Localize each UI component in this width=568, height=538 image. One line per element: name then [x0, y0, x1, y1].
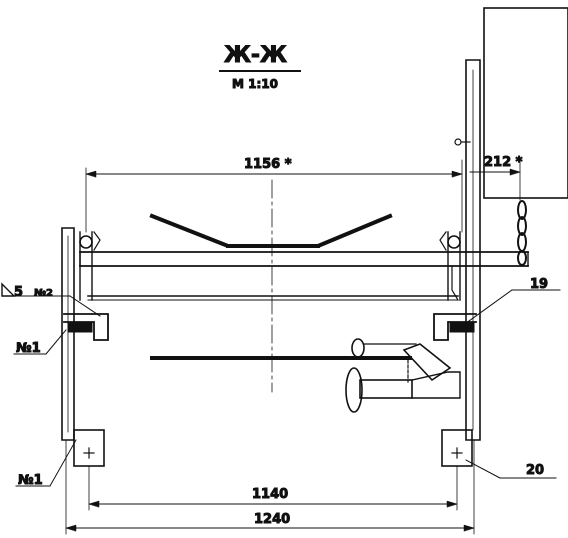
left-ref-lower-leader	[49, 439, 77, 487]
right-dim-arrow	[509, 168, 521, 176]
chain-link-4	[517, 250, 527, 266]
lever-handwheel	[345, 367, 363, 413]
right-upper-ref: 19	[461, 277, 561, 327]
chain	[517, 200, 527, 266]
upper-chevron-blade	[149, 213, 393, 248]
right-ref-upper: 19	[530, 277, 548, 292]
lever-mount	[411, 371, 461, 399]
scale-label: М 1:10	[232, 77, 278, 91]
left-hanger-strap	[79, 231, 93, 301]
right-hanger-pin	[447, 235, 461, 249]
right-mid-clamp	[433, 313, 477, 341]
left-hanger-pin	[79, 235, 93, 249]
right-structure	[454, 7, 568, 441]
left-structure	[61, 227, 75, 441]
lower-left-bracket	[73, 429, 105, 467]
right-ref-upper-leader	[461, 289, 513, 327]
outer-dim-text: 1240	[254, 512, 290, 527]
left-hanger	[79, 231, 101, 301]
lever-arm	[402, 343, 452, 382]
inner-dim-text: 1140	[252, 487, 288, 502]
chain-link-1	[517, 200, 527, 220]
outer-dim-arrow-right	[463, 524, 475, 532]
left-ref-lower: №1	[18, 473, 43, 488]
upper-dim-text: 1156 *	[244, 157, 292, 172]
weld-callout: 5 №2	[1, 282, 101, 317]
right-hanger-strap	[447, 231, 461, 301]
upper-right-box	[483, 7, 568, 199]
lever-upper-knob	[351, 338, 365, 358]
left-hanger-hook	[93, 231, 101, 251]
left-clamp-fill	[67, 321, 93, 333]
upper-dim-arrow-right	[451, 170, 463, 178]
upper-dim-arrow-left	[85, 170, 97, 178]
inner-dim-arrow-left	[88, 500, 100, 508]
lever-mechanism	[345, 338, 461, 413]
left-upper-ref: №1	[13, 329, 67, 357]
left-ref-upper-leader	[45, 329, 67, 355]
right-dim-text: 212 *	[484, 155, 523, 170]
weld-leader	[69, 295, 101, 317]
right-clamp-fill	[449, 321, 475, 333]
right-hanger-hook	[439, 231, 447, 251]
lower-beam	[87, 295, 459, 301]
weld-size: 5	[14, 285, 23, 300]
main-shaft	[79, 251, 529, 267]
left-ref-upper-a: №2	[34, 288, 53, 299]
right-plate-bolt-head	[454, 138, 462, 146]
left-mid-clamp	[63, 313, 109, 341]
inner-dim-arrow-right	[446, 500, 458, 508]
right-hanger	[439, 231, 461, 301]
outer-dim-arrow-left	[65, 524, 77, 532]
weld-triangle-icon	[1, 282, 16, 297]
lower-outer-dimension: 1240	[65, 439, 475, 535]
right-ref-lower-leader	[465, 459, 501, 479]
left-ref-upper-b: №1	[16, 341, 41, 356]
lever-body	[359, 379, 413, 399]
right-dimension: 212 *	[469, 155, 523, 201]
left-lower-ref: №1	[15, 439, 77, 489]
upper-dimension: 1156 *	[85, 157, 463, 233]
chain-link-2	[517, 216, 527, 236]
right-lower-ref: 20	[465, 459, 557, 479]
lower-inner-dimension: 1140	[88, 465, 458, 511]
section-title: Ж-Ж	[224, 43, 287, 68]
right-hanger-link	[451, 265, 459, 301]
right-ref-lower: 20	[526, 463, 544, 478]
